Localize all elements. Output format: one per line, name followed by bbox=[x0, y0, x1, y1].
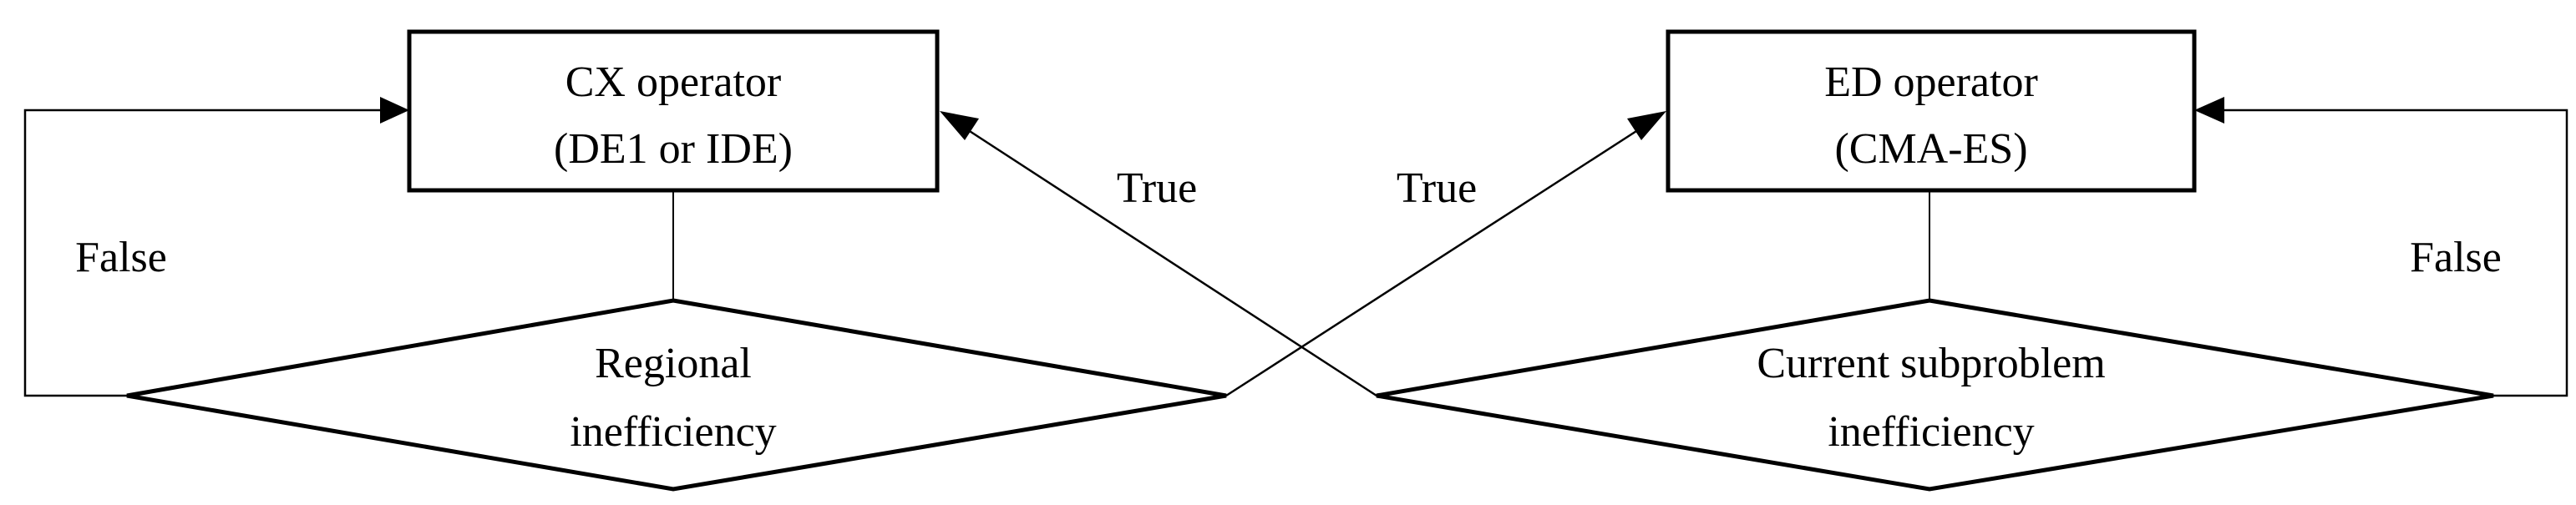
right-false-arrowhead bbox=[2194, 97, 2224, 124]
cx-operator-node: CX operator (DE1 or IDE) bbox=[407, 29, 940, 193]
regional-inefficiency-line1: Regional bbox=[595, 340, 752, 387]
regional-inefficiency-line2: inefficiency bbox=[570, 408, 776, 456]
right-true-label: True bbox=[1397, 164, 1477, 212]
subproblem-inefficiency-line2: inefficiency bbox=[1828, 408, 2034, 456]
subproblem-inefficiency-line1: Current subproblem bbox=[1757, 340, 2105, 387]
subproblem-true-arrowhead bbox=[940, 111, 979, 140]
ed-operator-variant: (CMA-ES) bbox=[1834, 125, 2027, 173]
left-false-label: False bbox=[75, 234, 167, 281]
subproblem-inefficiency-decision: Current subproblem inefficiency bbox=[1376, 298, 2494, 492]
left-false-loop bbox=[23, 109, 380, 397]
subproblem-true-edge bbox=[960, 124, 1377, 397]
left-true-label: True bbox=[1117, 164, 1197, 212]
regional-inefficiency-decision: Regional inefficiency bbox=[126, 298, 1227, 492]
cx-operator-box bbox=[407, 29, 940, 193]
right-false-label: False bbox=[2410, 234, 2502, 281]
cx-operator-variant: (DE1 or IDE) bbox=[554, 125, 793, 173]
ed-operator-node: ED operator (CMA-ES) bbox=[1666, 29, 2197, 193]
subproblem-inefficiency-diamond bbox=[1376, 298, 2494, 492]
left-false-arrowhead bbox=[380, 97, 409, 124]
cx-operator-label: CX operator bbox=[565, 58, 781, 106]
ed-operator-label: ED operator bbox=[1824, 58, 2038, 106]
regional-inefficiency-diamond bbox=[126, 298, 1227, 492]
regional-true-edge bbox=[1225, 124, 1646, 397]
regional-true-arrowhead bbox=[1627, 111, 1666, 140]
right-false-loop bbox=[2224, 109, 2568, 397]
ed-operator-box bbox=[1666, 29, 2197, 193]
